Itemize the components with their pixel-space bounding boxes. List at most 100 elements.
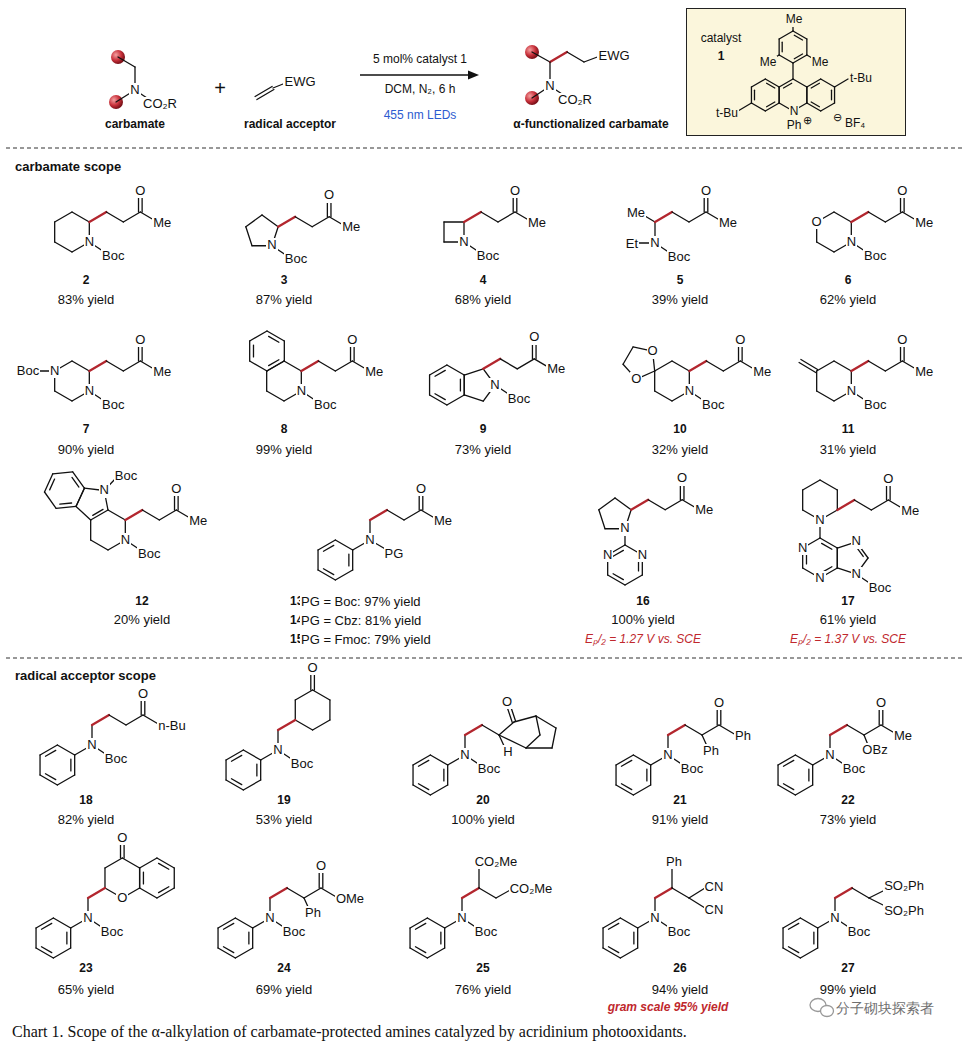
atom-label: N [829,911,840,926]
bond-line [118,57,135,67]
atom-label: N [49,364,60,379]
bond-line [482,725,499,735]
new-bond [631,500,648,510]
bond-line [159,887,169,893]
figure-caption: Chart 1. Scope of the α-alkylation of ca… [12,1023,687,1041]
bond-line [90,520,91,540]
new-bond [465,725,482,735]
bond-line [633,755,650,765]
bond-line [269,336,279,342]
bond-line [498,212,515,222]
bond-line [53,472,73,474]
bond-line [104,868,105,888]
bond-line [93,509,103,515]
bond-line [621,784,631,790]
bond-line [235,948,252,958]
bond-line [689,212,706,222]
atom-label: N [364,533,375,548]
bond-line [217,928,218,948]
bond-line [266,371,267,391]
bond-line [646,769,647,781]
bond-line [140,858,157,868]
potential-note: Eₚ/₂ = 1.27 V vs. SCE [584,633,702,647]
bond-line [831,90,832,99]
bond-line [615,498,631,510]
compound-number: 8 [280,423,289,437]
new-bond [851,361,868,371]
catalyst-label: catalyst [700,32,743,46]
bond-line [318,570,335,580]
new-bond [837,500,854,510]
bond-line [464,375,465,395]
bond-line [464,369,483,375]
atom-label: H [502,745,513,760]
atom-label: Boc [101,398,125,413]
bond-line [447,365,464,375]
bond-line [623,347,633,364]
bond-line [54,222,55,242]
atom-label: Me [752,365,772,380]
bond-line [767,83,775,88]
bond-line [415,923,425,929]
bond-line [295,700,296,720]
new-bond [278,720,295,730]
bond-line [415,947,425,953]
bond-line [778,39,779,55]
atom-label: Me [914,365,934,380]
atom-label: Boc [863,398,887,413]
atom-label: t-Bu [715,107,739,121]
bond-line [864,725,881,735]
atom-label: Ph [734,729,752,744]
bond-line [689,898,705,908]
bond-line [500,359,517,369]
bond-line [672,212,689,222]
new-bond [92,715,109,725]
bond-line [443,222,444,242]
bond-line [267,361,284,371]
yield-text: 82% yield [57,813,115,828]
bond-line [427,948,444,958]
plus-sign: + [213,77,227,100]
atom-label: N [129,83,140,98]
atom-label: N [456,911,467,926]
yield-text: 100% yield [610,613,676,628]
bond-line [778,755,795,765]
bond-line [783,948,800,958]
atom-label: Boc [137,547,161,562]
bond-line [783,83,791,88]
bond-line [817,391,834,401]
bond-line [460,379,461,391]
bond-line [109,715,126,725]
bond-line [788,947,798,953]
bond-line [620,948,637,958]
bond-line [430,395,447,405]
bond-line [413,785,430,795]
bond-line [412,765,413,785]
bond-line [835,79,848,87]
yield-text: 32% yield [651,443,709,458]
bond-line [55,391,72,401]
atom-label: O [528,330,540,345]
atom-label: t-Bu [849,72,873,86]
watermark-icon [821,1006,834,1017]
yield-text: PG = Cbz: 81% yield [300,614,422,629]
bond-line [637,928,638,948]
bond-line [816,371,817,391]
bond-line [50,479,55,490]
new-bond [830,725,847,735]
bond-line [429,375,430,395]
compound-number: 18 [78,794,93,808]
atom-label: Boc [868,581,892,596]
bond-line [91,510,108,520]
bond-line [868,361,885,371]
bond-line [671,868,672,888]
compound-number: 17 [840,595,855,609]
atom-label: O [713,696,725,711]
bond-line [335,540,352,550]
atom-label: N [84,235,95,250]
bond-line [243,780,260,790]
bond-line [76,488,84,506]
yield-text: 68% yield [454,293,512,308]
bond-line [106,361,123,371]
bond-line [55,212,72,222]
